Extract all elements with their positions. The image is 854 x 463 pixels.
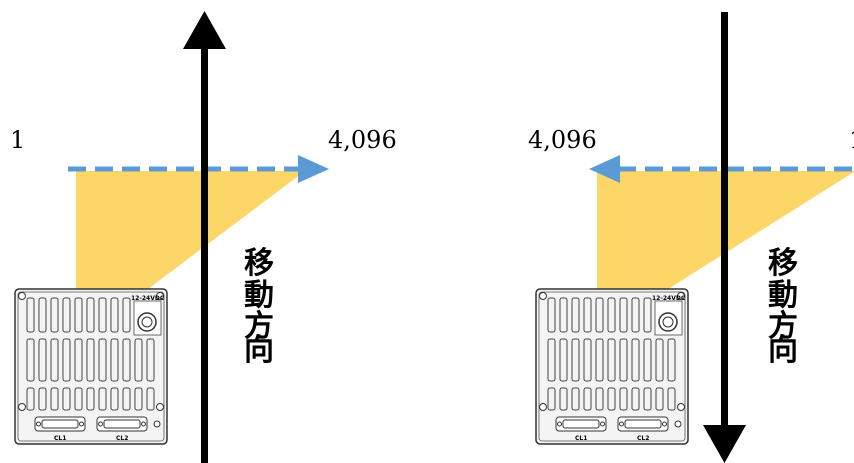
motion-direction-label: 移 動 方 向 — [768, 246, 798, 368]
camera-right: 12-24VDC CL1 CL2 — [535, 288, 689, 445]
panel-right: 12-24VDC CL1 CL2 4,096 1 移 動 方 向 — [528, 12, 854, 463]
motion-label-char: 動 — [768, 278, 798, 313]
camera-port-label-cl2: CL2 — [637, 435, 649, 442]
camera-port-label-cl2: CL2 — [116, 435, 128, 442]
motion-direction-arrow-up — [201, 45, 208, 463]
camera-port-label-cl1: CL1 — [54, 435, 66, 442]
scan-arrowhead-left — [589, 155, 620, 183]
motion-arrowhead-down — [703, 425, 746, 463]
camera-voltage-label: 12-24VDC — [652, 295, 686, 302]
motion-label-char: 動 — [244, 278, 274, 313]
panel-left: 12-24VDC CL1 CL2 1 4,096 移 動 方 向 — [10, 11, 397, 463]
pixel-end-label: 4,096 — [528, 126, 597, 154]
motion-direction-label: 移 動 方 向 — [244, 246, 274, 368]
motion-arrowhead-up — [183, 11, 226, 49]
camera-port-label-cl1: CL1 — [575, 435, 587, 442]
motion-direction-arrow-down — [721, 12, 728, 430]
field-of-view-area — [76, 171, 305, 289]
pixel-end-label: 4,096 — [328, 126, 397, 154]
motion-label-char: 移 — [244, 246, 274, 281]
pixel-start-label: 1 — [849, 126, 854, 154]
motion-label-char: 方 — [768, 309, 798, 344]
camera-left: 12-24VDC CL1 CL2 — [14, 288, 168, 445]
scan-arrowhead-right — [298, 155, 329, 183]
camera-voltage-label: 12-24VDC — [131, 295, 165, 302]
motion-label-char: 向 — [768, 333, 798, 368]
motion-label-char: 方 — [244, 309, 274, 344]
motion-label-char: 移 — [768, 246, 798, 281]
pixel-start-label: 1 — [10, 126, 25, 154]
motion-label-char: 向 — [244, 333, 274, 368]
